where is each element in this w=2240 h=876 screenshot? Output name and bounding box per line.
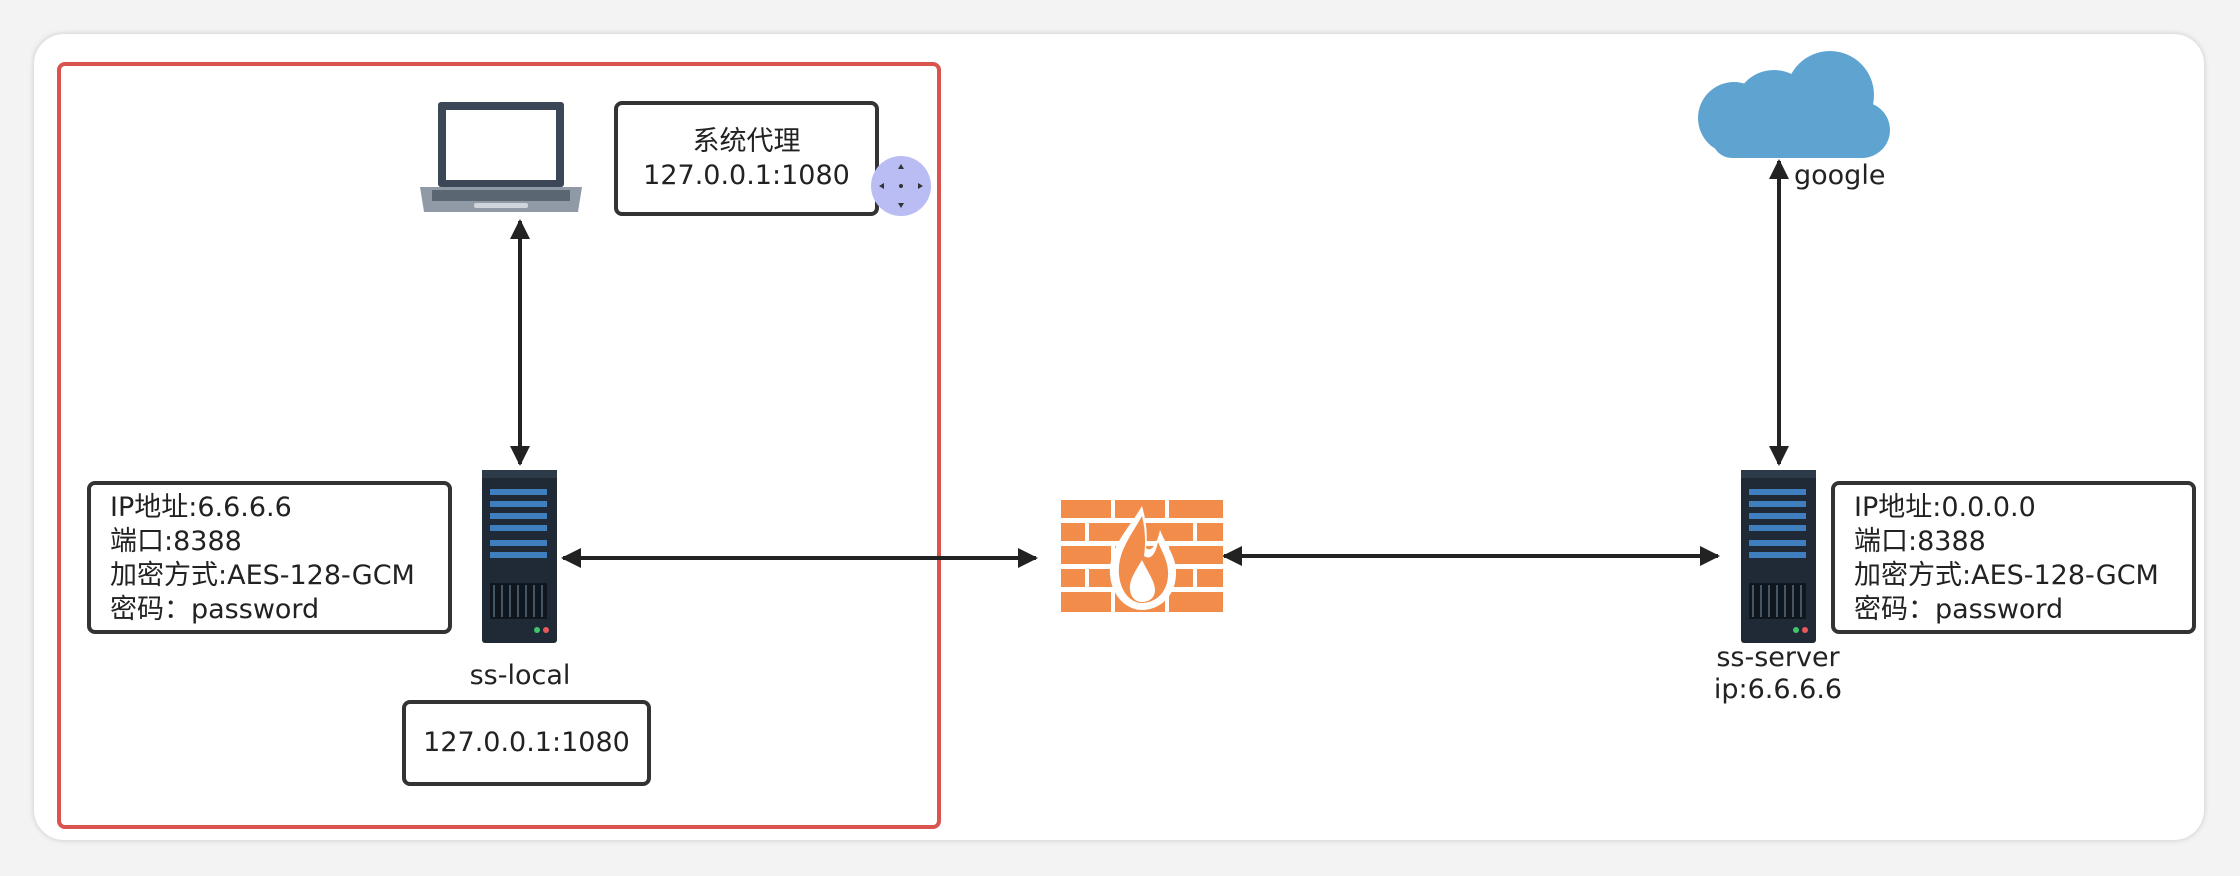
ss-local-label: ss-local (469, 660, 571, 691)
cloud-icon (1698, 51, 1890, 158)
ss-server-ip: ip:6.6.6.6 (1713, 674, 1843, 705)
server-icon-local (482, 470, 557, 643)
cursor-move-icon (871, 156, 931, 216)
local-ip: IP地址:6.6.6.6 (110, 492, 292, 523)
server-ip: IP地址:0.0.0.0 (1854, 492, 2036, 523)
local-region-border (57, 62, 941, 829)
local-address-box: 127.0.0.1:1080 (402, 700, 651, 786)
system-proxy-title: 系统代理 (692, 125, 801, 157)
local-password: 密码：password (110, 594, 320, 625)
diagram-panel (34, 34, 2204, 840)
server-port: 端口:8388 (1854, 526, 1986, 557)
local-address: 127.0.0.1:1080 (423, 727, 630, 758)
firewall-icon (1061, 500, 1223, 612)
local-cipher: 加密方式:AES-128-GCM (110, 560, 415, 591)
system-proxy-box: 系统代理 127.0.0.1:1080 (614, 101, 879, 216)
local-port: 端口:8388 (110, 526, 242, 557)
ss-server-name: ss-server (1716, 642, 1840, 673)
server-icon-remote (1741, 470, 1816, 643)
google-label: google (1794, 160, 1886, 191)
server-config-box: IP地址:0.0.0.0 端口:8388 加密方式:AES-128-GCM 密码… (1831, 481, 2196, 634)
server-password: 密码：password (1854, 594, 2064, 625)
laptop-icon (420, 102, 582, 212)
ss-server-label: ss-server ip:6.6.6.6 (1698, 642, 1858, 706)
server-cipher: 加密方式:AES-128-GCM (1854, 560, 2159, 591)
system-proxy-address: 127.0.0.1:1080 (643, 159, 850, 191)
local-config-box: IP地址:6.6.6.6 端口:8388 加密方式:AES-128-GCM 密码… (87, 481, 452, 634)
